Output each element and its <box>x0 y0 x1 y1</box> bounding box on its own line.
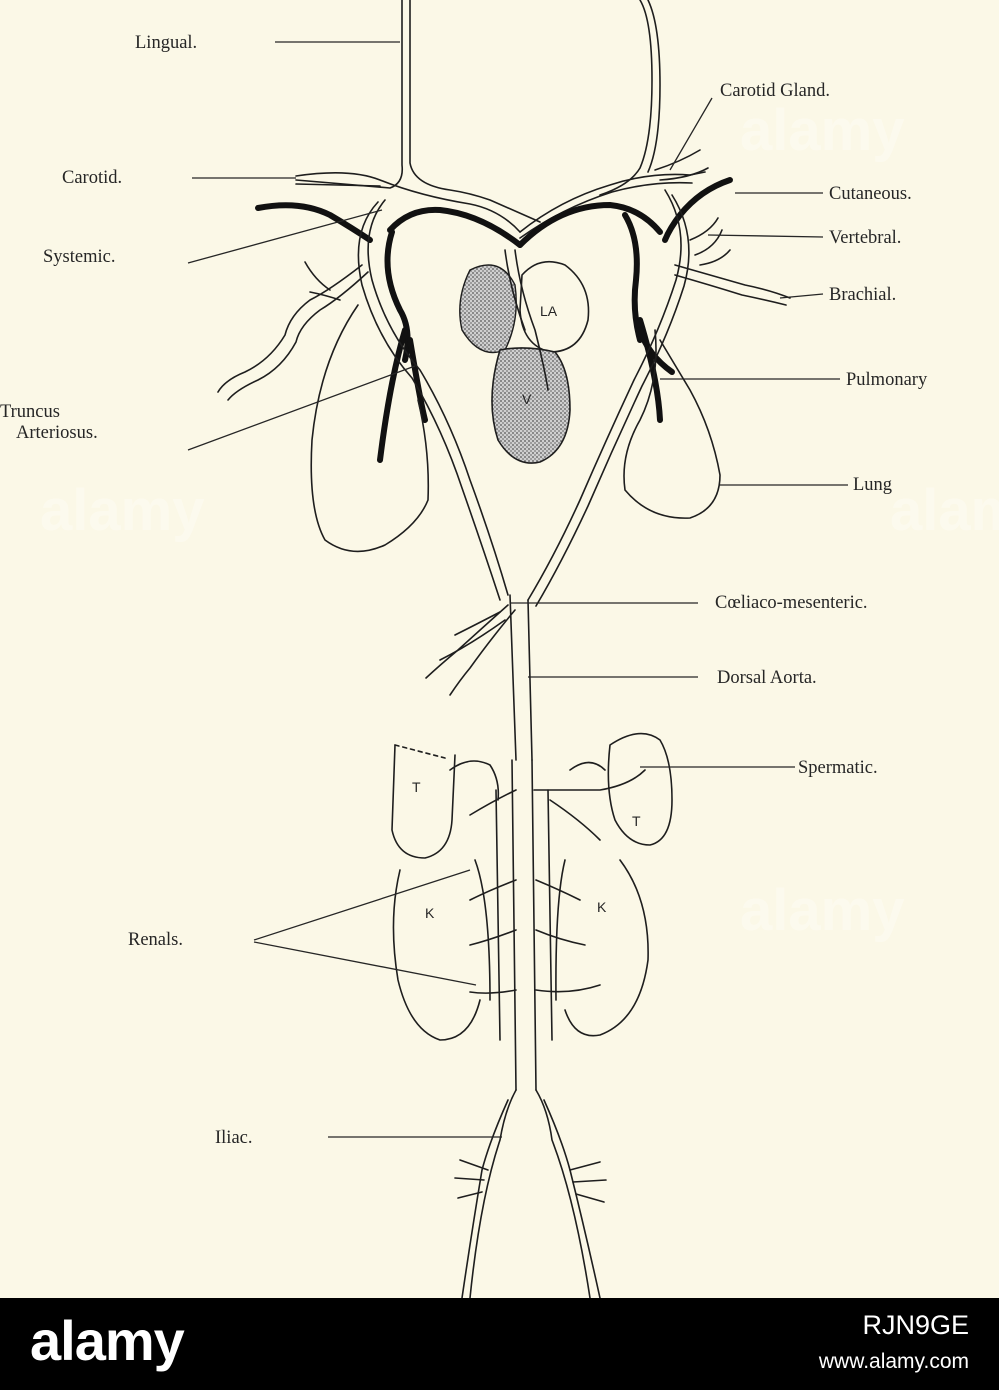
arterial-system-diagram: alamy alamy alamy alamy <box>0 0 999 1298</box>
label-truncus-line2: Arteriosus. <box>16 423 98 443</box>
kidney-right-mark: K <box>597 899 607 915</box>
site-url: www.alamy.com <box>818 1350 969 1373</box>
urogenital: T T K K <box>391 732 673 1091</box>
heart: LA V <box>459 249 590 464</box>
image-id: RJN9GE <box>862 1310 969 1340</box>
label-lingual: Lingual. <box>135 33 197 53</box>
ventricle-mark: V <box>522 391 532 407</box>
stock-footer: alamy RJN9GE www.alamy.com <box>0 1298 999 1390</box>
testis-left-mark: T <box>412 779 421 795</box>
left-atrium-mark: LA <box>540 303 558 319</box>
label-renals: Renals. <box>128 930 183 950</box>
label-vertebral: Vertebral. <box>829 228 901 248</box>
carotid-vessels <box>295 149 709 239</box>
dorsal-aorta <box>425 594 533 761</box>
label-spermatic: Spermatic. <box>798 758 878 778</box>
watermark-text: alamy <box>40 478 204 543</box>
iliac-arteries <box>454 1089 607 1298</box>
watermark-text: alamy <box>740 878 904 943</box>
limb-arteries <box>217 217 791 401</box>
label-iliac: Iliac. <box>215 1128 253 1148</box>
lingual-arteries <box>295 0 661 223</box>
label-lung: Lung <box>853 475 892 495</box>
label-carotid: Carotid. <box>62 168 122 188</box>
watermark-text: alamy <box>740 98 904 163</box>
alamy-logo: alamy <box>30 1309 185 1372</box>
label-carotid-gland: Carotid Gland. <box>720 81 830 101</box>
label-pulmonary: Pulmonary <box>846 370 928 390</box>
label-brachial: Brachial. <box>829 285 896 305</box>
testis-right-mark: T <box>632 813 641 829</box>
label-coeliaco-mesenteric: Cœliaco-mesenteric. <box>715 593 868 613</box>
figure-plate: alamy alamy alamy alamy <box>0 0 999 1298</box>
label-dorsal-aorta: Dorsal Aorta. <box>717 668 817 688</box>
label-systemic: Systemic. <box>43 247 115 267</box>
lungs <box>310 304 721 553</box>
label-cutaneous: Cutaneous. <box>829 184 912 204</box>
aortic-arches <box>357 189 690 607</box>
watermark-text: alamy <box>890 478 999 543</box>
labels: Lingual. Carotid Gland. Carotid. Cutaneo… <box>0 33 928 1148</box>
leader-lines <box>187 41 848 1138</box>
label-truncus-line1: Truncus <box>0 402 60 422</box>
watermark: alamy alamy alamy alamy <box>40 98 999 943</box>
kidney-left-mark: K <box>425 905 435 921</box>
